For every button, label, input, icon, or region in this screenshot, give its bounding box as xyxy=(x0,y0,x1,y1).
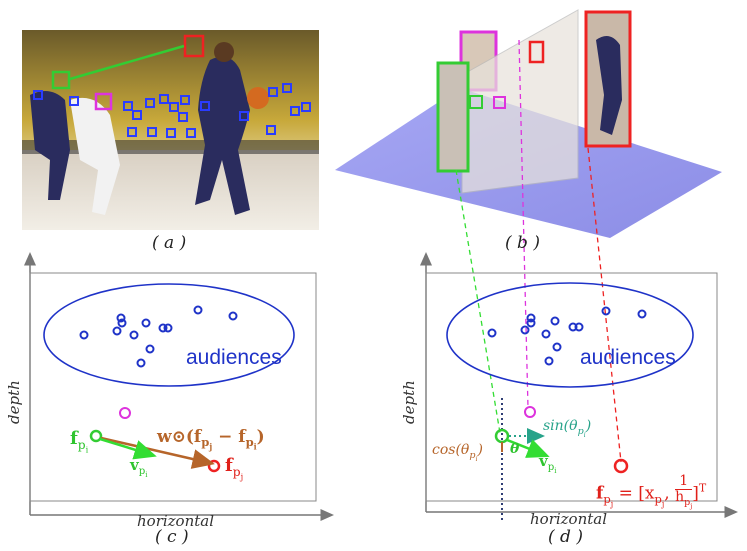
caption-d: ( d ) xyxy=(548,527,583,547)
panel-c-y-label: depth xyxy=(5,380,23,424)
panel-d-vectors xyxy=(494,398,629,520)
label-sin-theta: sin(θpi) xyxy=(543,418,592,439)
label-f-pj: fpj xyxy=(225,455,244,482)
panel-c-vectors xyxy=(89,407,221,473)
panel-c-x-label: horizontal xyxy=(137,512,215,530)
label-v-pi: vpi xyxy=(130,456,148,480)
label-cos-theta: cos(θpi) xyxy=(432,442,483,463)
panel-d-x-label: horizontal xyxy=(530,510,608,528)
label-w-expression: w⊙(fpj − fpi) xyxy=(157,427,265,452)
label-f-pi: fpi xyxy=(70,428,89,455)
panel-d-y-label: depth xyxy=(400,380,418,424)
label-f-pj-definition: fpj = [xpj, 1 hpj ]T xyxy=(596,473,707,510)
label-theta: θ xyxy=(510,441,520,457)
caption-c: ( c ) xyxy=(155,527,189,547)
panel-d-audiences-label: audiences xyxy=(580,346,676,369)
panel-b-frames xyxy=(436,9,632,194)
panel-a-photo xyxy=(22,30,319,230)
caption-b: ( b ) xyxy=(505,233,540,253)
panel-c-audience-ellipse xyxy=(43,283,295,387)
label-v-pi-d: vpi xyxy=(539,452,557,476)
panel-c-audience-points xyxy=(79,305,238,368)
panel-d-audience-ellipse xyxy=(446,282,694,388)
panel-c-axes xyxy=(24,252,334,521)
panel-d-axes xyxy=(420,252,738,518)
projection-lines xyxy=(455,39,622,463)
panel-c-audiences-label: audiences xyxy=(186,346,282,369)
panel-d-audience-points xyxy=(487,306,647,366)
caption-a: ( a ) xyxy=(152,233,187,253)
